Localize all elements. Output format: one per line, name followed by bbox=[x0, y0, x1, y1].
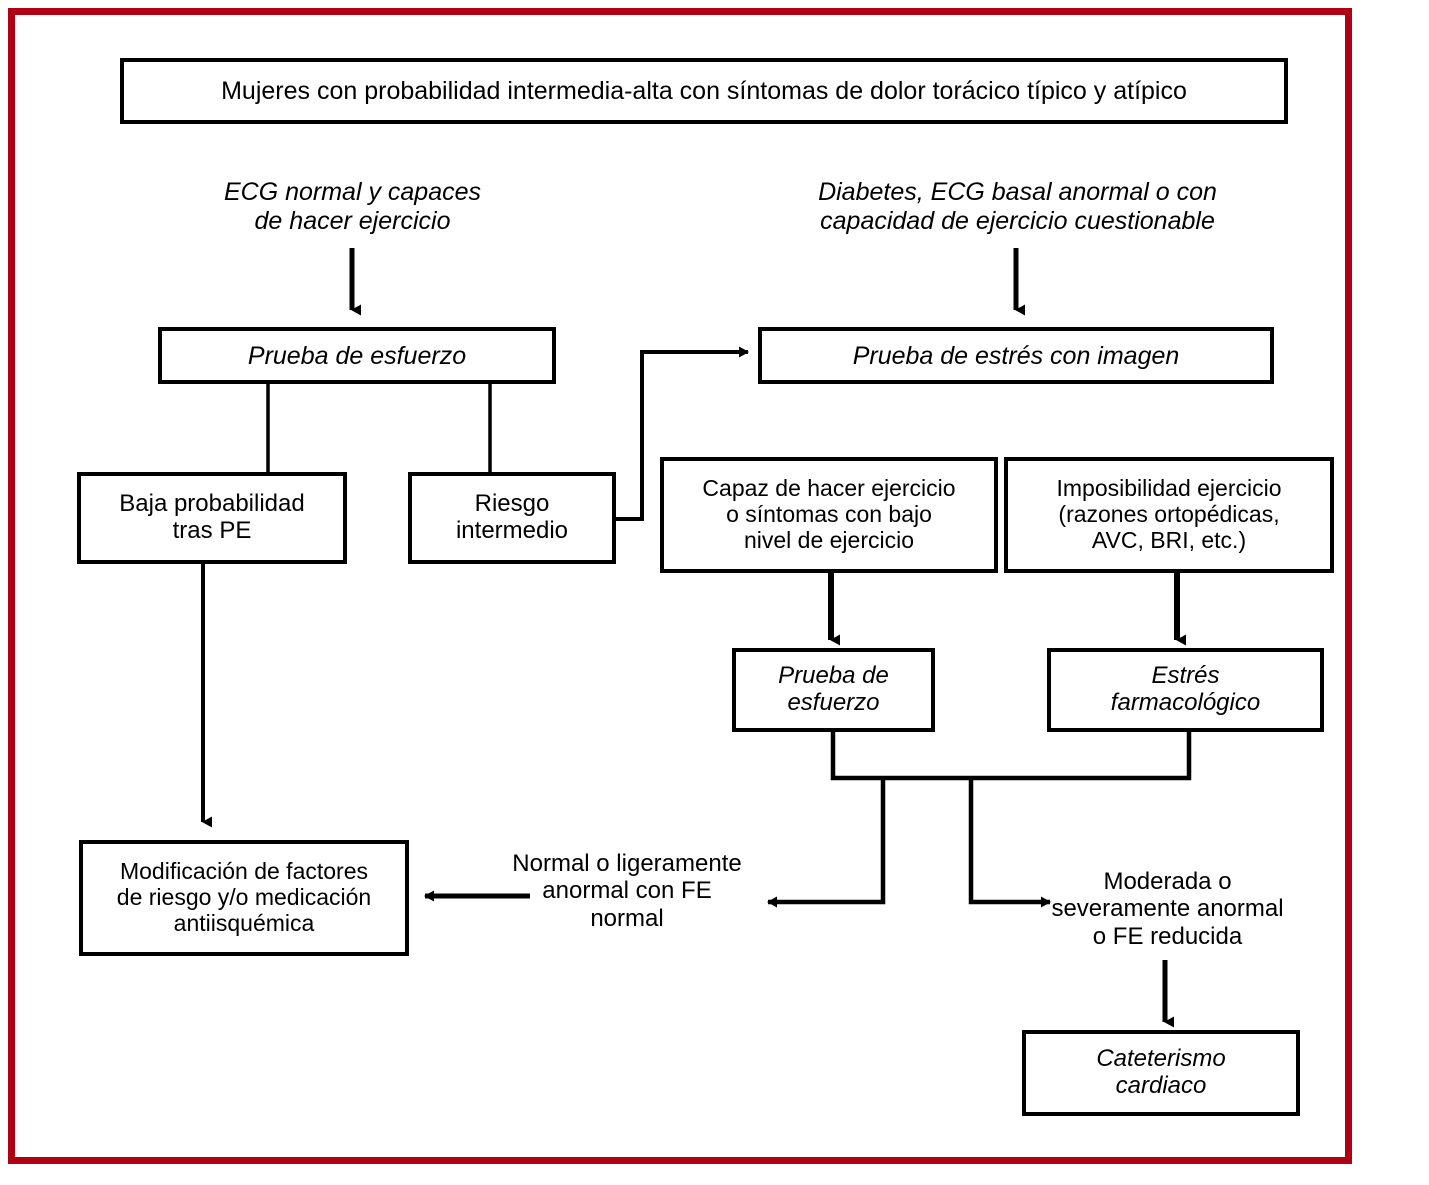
node-capaz-de-hacer-ejercicio[interactable]: Capaz de hacer ejercicio o síntomas con … bbox=[660, 457, 998, 573]
node-modificacion-de-factores[interactable]: Modificación de factores de riesgo y/o m… bbox=[79, 840, 409, 956]
node-estres-farmacologico[interactable]: Estrés farmacológico bbox=[1047, 648, 1324, 732]
label-diabetes-ecg: Diabetes, ECG basal anormal o con capaci… bbox=[818, 178, 1217, 235]
node-cateterismo-cardiaco[interactable]: Cateterismo cardiaco bbox=[1022, 1030, 1300, 1116]
node-prueba-de-esfuerzo[interactable]: Prueba de esfuerzo bbox=[158, 327, 556, 384]
node-header[interactable]: Mujeres con probabilidad intermedia-alta… bbox=[120, 58, 1288, 124]
label-moderada-o-severamente-anormal: Moderada o severamente anormal o FE redu… bbox=[1051, 868, 1284, 950]
node-imposibilidad-ejercicio[interactable]: Imposibilidad ejercicio (razones ortopéd… bbox=[1004, 457, 1334, 573]
node-prueba-de-estres-con-imagen[interactable]: Prueba de estrés con imagen bbox=[758, 327, 1274, 384]
node-baja-probabilidad-tras-pe[interactable]: Baja probabilidad tras PE bbox=[77, 472, 347, 564]
node-prueba-de-esfuerzo-2[interactable]: Prueba de esfuerzo bbox=[732, 648, 935, 732]
label-ecg-normal: ECG normal y capaces de hacer ejercicio bbox=[223, 178, 482, 235]
figure-red-border bbox=[8, 8, 1352, 1164]
node-riesgo-intermedio[interactable]: Riesgo intermedio bbox=[408, 472, 616, 564]
label-normal-o-ligeramente-anormal: Normal o ligeramente anormal con FE norm… bbox=[512, 850, 742, 932]
